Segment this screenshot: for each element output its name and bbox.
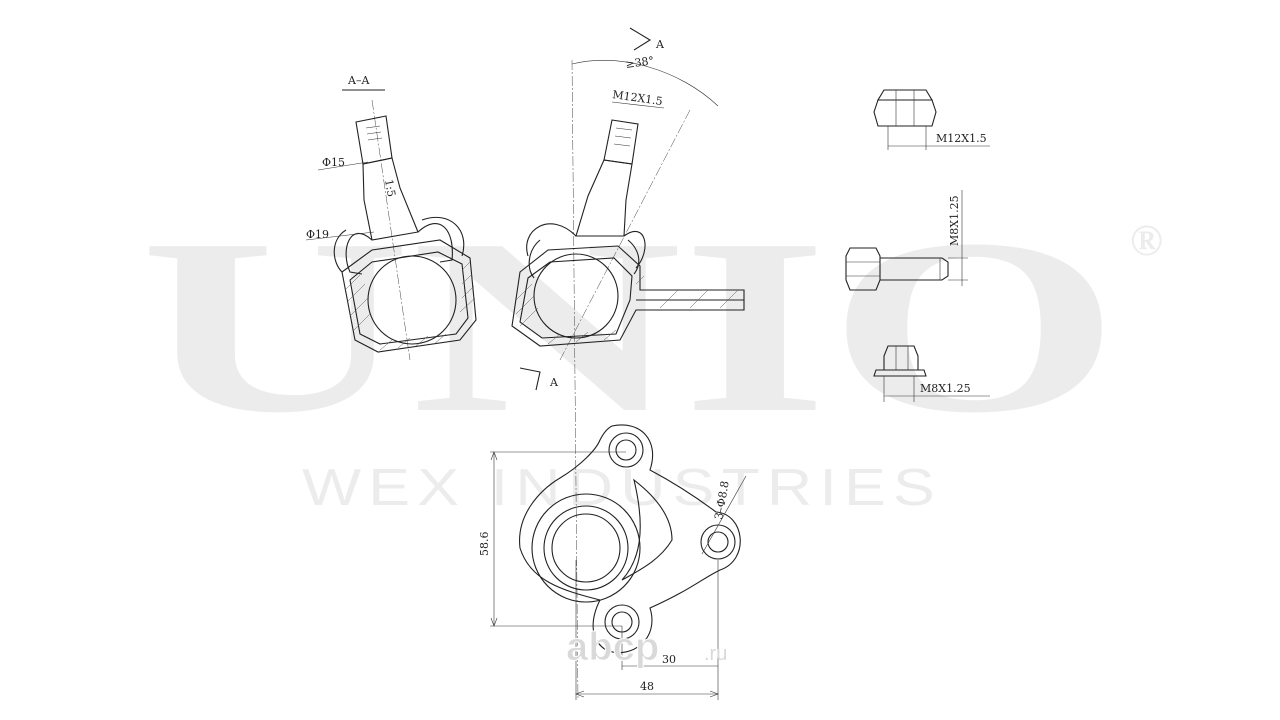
dia-19-label: Φ19 [306, 228, 329, 241]
dia-15-label: Φ15 [322, 156, 345, 169]
abcp-logo-tld: .ru [704, 643, 727, 665]
angle-label: ≥38° [625, 54, 655, 71]
flange-nut-m8: M8X1.25 [873, 345, 990, 402]
bolt-m8: M8X1.25 [845, 190, 968, 291]
nut-m12: M12X1.5 [873, 89, 990, 150]
watermark-registered-mark: ® [1130, 216, 1163, 265]
plan-view: 3–Φ8.8 58.6 30 48 [478, 424, 747, 700]
arrow-a-top: A [655, 38, 665, 51]
watermark-brand: UNIO [140, 188, 1120, 465]
section-label: A–A [347, 74, 370, 87]
nut-thread-label: M12X1.5 [936, 132, 987, 145]
bolt-thread-label: M8X1.25 [948, 195, 961, 246]
section-view-aa: A–A 1:5 Φ15 Φ19 [305, 74, 477, 361]
unio-watermark: UNIO ® WEX INDUSTRIES [140, 188, 1163, 517]
flange-nut-thread-label: M8X1.25 [920, 382, 971, 395]
dim-30: 30 [662, 653, 676, 666]
abcp-logo-text: abcp [566, 625, 659, 669]
height-dimension: 58.6 [478, 532, 491, 557]
taper-label: 1:5 [382, 178, 398, 198]
watermark-subtitle: WEX INDUSTRIES [302, 459, 942, 517]
assembly-view: A A ≥38° M12X1.5 [511, 27, 745, 701]
arrow-a-bottom: A [549, 376, 559, 389]
dim-48: 48 [640, 680, 654, 693]
abcp-logo: abcp .ru [566, 625, 728, 670]
